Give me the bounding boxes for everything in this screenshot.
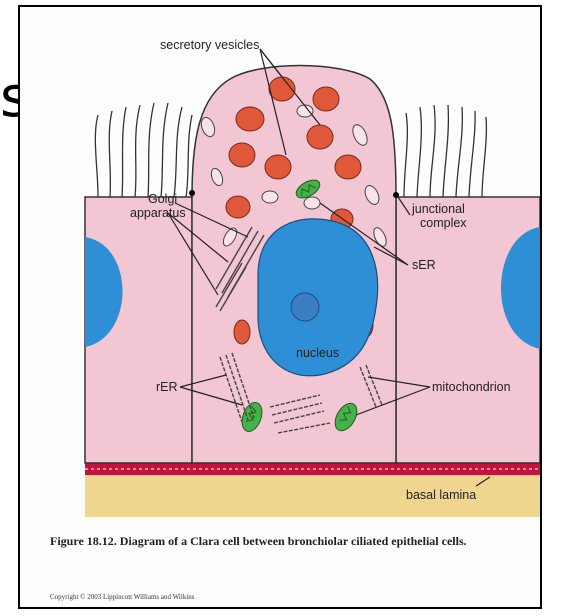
figure-frame: secretory vesicles Golgi apparatus junct… [18,5,542,609]
label-golgi-line1: Golgi [148,192,177,206]
label-golgi-line2: apparatus [130,206,186,220]
label-nucleus: nucleus [296,346,339,360]
label-mitochondrion: mitochondrion [432,380,511,394]
label-ser: sER [412,258,436,272]
clara-cell-diagram: secretory vesicles Golgi apparatus junct… [20,7,540,527]
label-basal-lamina: basal lamina [406,488,476,502]
nucleolus [291,293,319,321]
figure-caption: Figure 18.12. Diagram of a Clara cell be… [50,534,542,549]
label-secretory-vesicles: secretory vesicles [160,38,259,52]
copyright-notice: Copyright © 2003 Lippincott Williams and… [50,593,195,601]
right-cilia [404,105,486,197]
left-cilia [95,103,192,197]
label-junctional-line1: junctional [411,202,465,216]
junction-left [189,190,195,196]
label-rer: rER [156,380,178,394]
label-junctional-line2: complex [420,216,467,230]
